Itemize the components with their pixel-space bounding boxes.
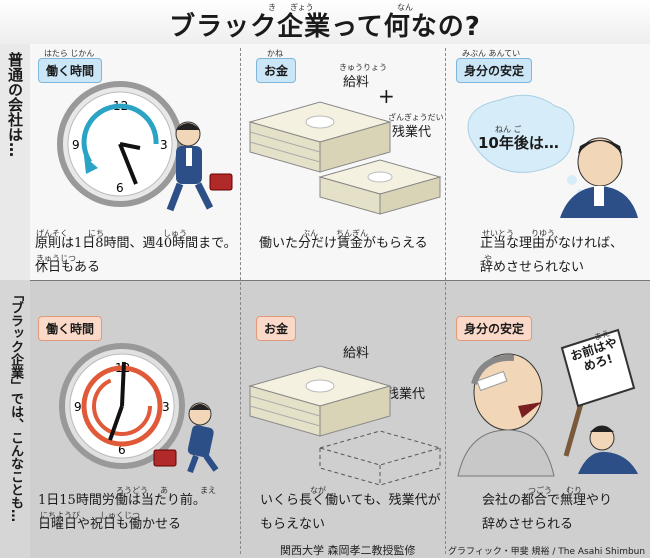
tag-ruby-money: かね	[267, 49, 283, 58]
black-work-caption-2: 日曜日や祝日も働かせる	[38, 517, 182, 532]
page-title: ブラック企業って何なの?	[0, 6, 650, 43]
title-ruby-2: ぎょう	[290, 3, 314, 12]
money-stacks-black	[248, 365, 442, 486]
normal-status-caption-2: 辞めさせられない	[480, 260, 585, 275]
black-status-caption-1: 会社の都合で無理やり	[482, 493, 613, 508]
side-black-label: 「ブラック企業」では、こんなことも…	[8, 288, 23, 522]
black-work-ruby-e: しゅくじつ	[100, 511, 140, 520]
normal-status-ruby-b: りゆう	[531, 229, 555, 238]
normal-work-ruby-a: げんそく	[36, 229, 68, 238]
svg-text:3: 3	[162, 400, 170, 414]
normal-work-ruby-b: にち	[88, 229, 104, 238]
black-status-ruby-b: むり	[566, 486, 582, 495]
side-normal: 普通の会社は…	[0, 44, 31, 280]
black-work-ruby-c: まえ	[200, 486, 216, 495]
normal-status-ruby-c: や	[484, 254, 492, 263]
overtime-ruby: ざんぎょうだい	[388, 113, 444, 122]
tag-ruby-work: はたら じかん	[44, 49, 95, 58]
thought-text: 10年後は…	[478, 134, 559, 152]
normal-status-caption-1: 正当な理由がなければ、	[480, 236, 624, 251]
black-work-ruby-a: ろうどう	[116, 486, 148, 495]
normal-money-ruby-a: ぶん	[302, 229, 318, 238]
svg-text:9: 9	[72, 138, 80, 152]
supervisor-credit: 関西大学 森岡孝二教授監修	[280, 544, 416, 557]
black-money-caption-2: もらえない	[260, 517, 326, 532]
tag-status-black: 身分の安定	[456, 316, 533, 341]
svg-text:3: 3	[160, 138, 168, 152]
svg-text:9: 9	[74, 400, 82, 414]
tag-work-hours-normal: 働く時間	[38, 58, 103, 83]
title-bar	[0, 0, 650, 44]
normal-work-ruby-d: きゅうじつ	[36, 254, 76, 263]
clock-normal-illustration: 12 3 6 9	[57, 81, 233, 212]
salary-label-black: 給料	[343, 346, 370, 361]
black-work-caption-1: 1日15時間労働は当たり前。	[38, 493, 206, 508]
column-divider-1	[240, 48, 241, 554]
black-work-ruby-b: あ	[160, 486, 168, 495]
svg-text:6: 6	[116, 181, 124, 195]
normal-status-ruby-a: せいとう	[482, 229, 514, 238]
salary-label-normal: 給料	[343, 75, 370, 90]
tag-money-normal: お金	[256, 58, 297, 83]
clock-black-illustration: 12 3 6 9	[59, 343, 219, 474]
graphic-credit: グラフィック・甲斐 規裕 / The Asahi Shimbun	[448, 547, 646, 557]
black-status-caption-2: 辞めさせられる	[482, 517, 574, 532]
black-work-ruby-d: にちようび	[40, 511, 80, 520]
normal-money-caption: 働いた分だけ賃金がもらえる	[259, 236, 428, 251]
salary-ruby: きゅうりょう	[339, 63, 387, 72]
black-money-ruby-a: なが	[310, 486, 326, 495]
tag-ruby-status: みぶん あんてい	[462, 49, 521, 58]
tag-money-black: お金	[256, 316, 297, 341]
black-money-caption-1: いくら長く働いても、残業代が	[260, 493, 441, 508]
money-stacks-normal	[248, 101, 442, 215]
title-text: ブラック企業って何なの?	[169, 12, 481, 42]
overtime-label-normal: 残業代	[392, 125, 432, 140]
column-divider-2	[445, 48, 446, 554]
boss-firing-illustration	[457, 328, 638, 477]
overtime-label-black: 残業代	[386, 387, 426, 402]
title-ruby-3: なん	[397, 3, 413, 12]
thinking-man-normal	[467, 94, 638, 218]
side-black: 「ブラック企業」では、こんなことも…	[0, 280, 31, 558]
band-divider	[30, 280, 650, 281]
tag-status-normal: 身分の安定	[456, 58, 533, 83]
normal-work-ruby-c: しゅう	[163, 229, 187, 238]
normal-money-ruby-b: ちんぎん	[336, 229, 368, 238]
svg-text:6: 6	[118, 443, 126, 457]
normal-work-caption-2: 休日もある	[35, 260, 101, 275]
side-normal-label: 普通の会社は…	[6, 52, 24, 157]
title-ruby-1: き	[268, 3, 276, 12]
thought-ruby: ねん ご	[495, 125, 522, 134]
normal-work-caption-1: 原則は1日8時間、週40時間まで。	[35, 236, 237, 251]
plus-sign: +	[378, 84, 395, 108]
tag-work-hours-black: 働く時間	[38, 316, 103, 341]
black-status-ruby-a: つごう	[528, 486, 552, 495]
